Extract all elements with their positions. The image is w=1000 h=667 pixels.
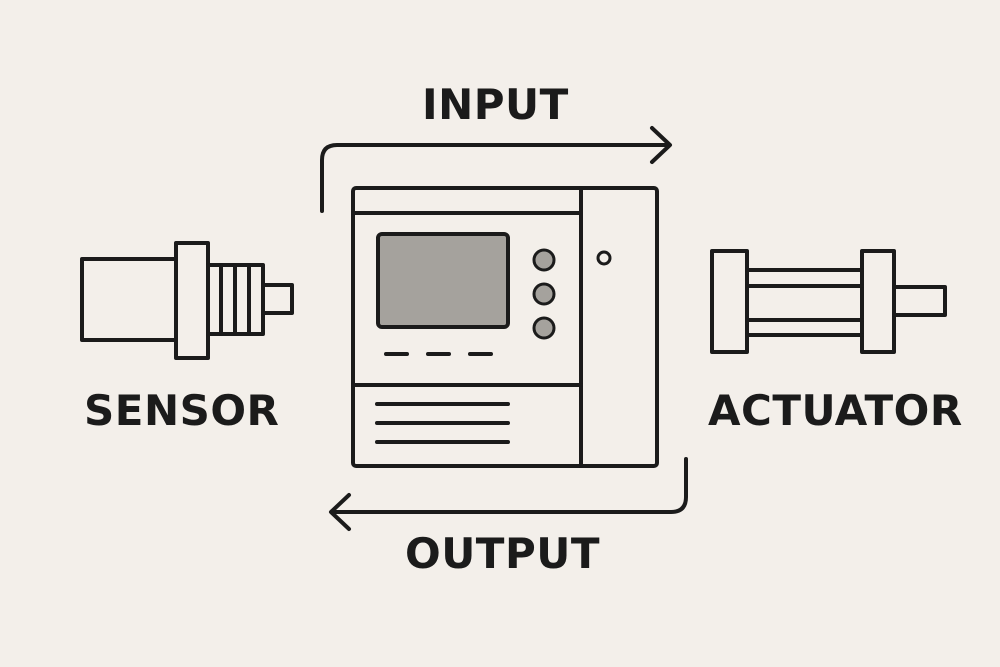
- indicator-light: [596, 250, 612, 266]
- actuator-label: ACTUATOR: [708, 386, 963, 435]
- sensor-icon: [80, 241, 294, 360]
- output-label: OUTPUT: [405, 529, 600, 578]
- input-arrow-icon: [320, 126, 672, 213]
- knob-1: [532, 248, 556, 272]
- controller-screen: [376, 232, 510, 329]
- knob-2: [532, 282, 556, 306]
- knob-3: [532, 316, 556, 340]
- sensor-label: SENSOR: [84, 386, 280, 435]
- actuator-icon: [710, 249, 947, 354]
- output-arrow-icon: [329, 457, 688, 531]
- input-label: INPUT: [422, 80, 569, 129]
- controller-icon: [351, 186, 659, 468]
